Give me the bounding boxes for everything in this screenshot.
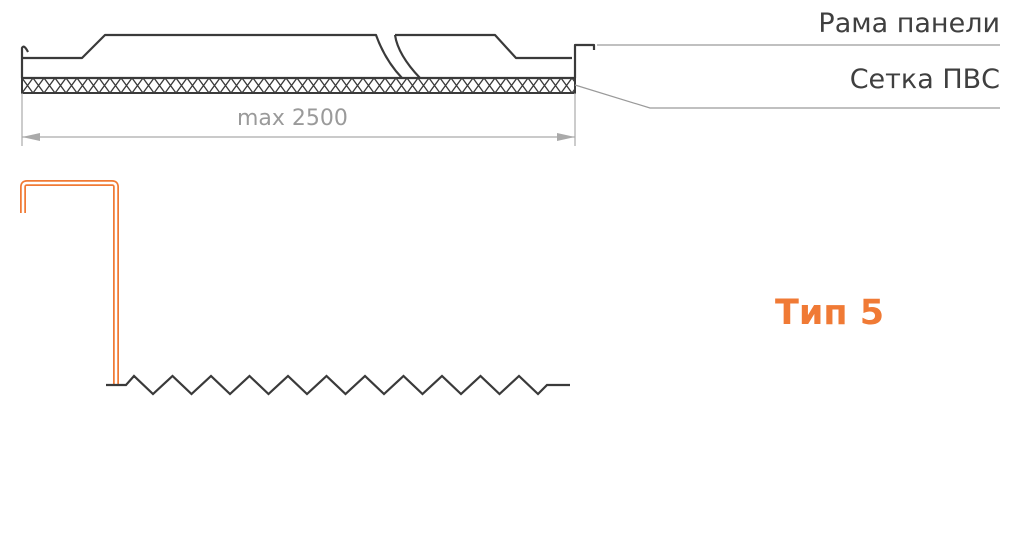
mesh-zigzag-profile [106,374,570,396]
panel-frame-section [20,33,596,80]
label-pvs-mesh: Сетка ПВС [849,64,1000,95]
dimension-label: max 2500 [237,106,348,131]
frame-profile-type5 [20,180,119,385]
label-panel-frame: Рама панели [818,8,1000,39]
dimension-line [21,93,576,146]
pvs-mesh-band [21,77,576,94]
leader-lines [574,44,1000,109]
type-title: Тип 5 [775,293,885,333]
